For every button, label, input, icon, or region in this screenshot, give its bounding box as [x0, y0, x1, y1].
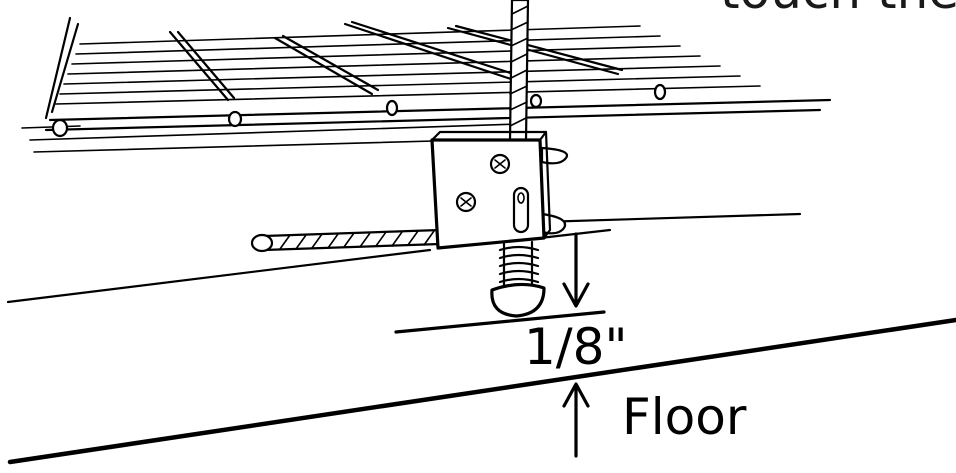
measurement-guides	[7, 310, 956, 465]
gate-bottom-board	[6, 212, 802, 304]
latch-body	[430, 130, 569, 250]
up-arrow-icon	[562, 382, 590, 458]
wire-gate	[21, 16, 832, 153]
floor-label: Floor	[622, 388, 747, 446]
gap-measurement-label: 1/8"	[524, 318, 628, 376]
down-arrow-icon	[562, 232, 590, 308]
drop-rod	[508, 0, 530, 142]
spring-plunger	[490, 240, 546, 318]
instruction-caption: touch the	[720, 0, 956, 16]
horizontal-bar	[250, 228, 442, 253]
